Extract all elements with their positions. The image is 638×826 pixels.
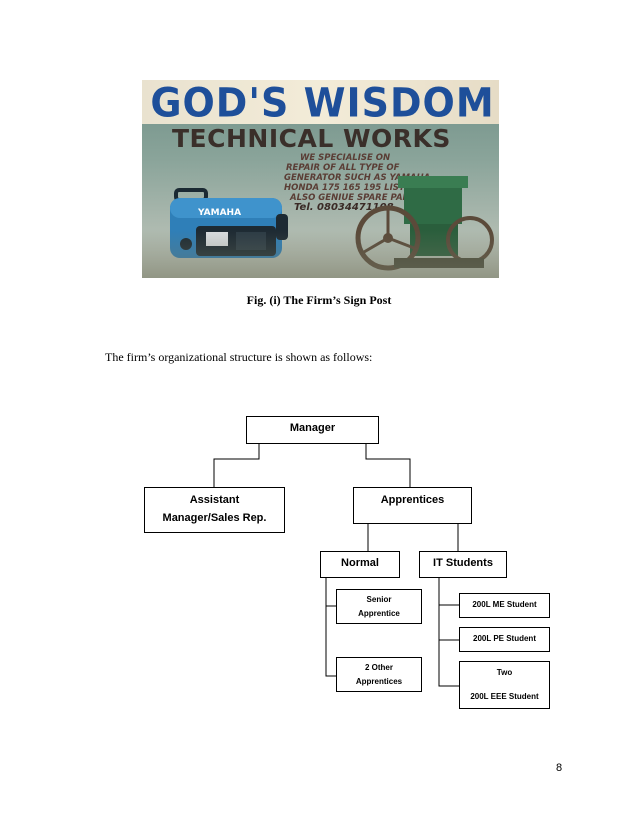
figure-caption: Fig. (i) The Firm’s Sign Post xyxy=(246,293,392,307)
org-box-eee-spacer xyxy=(460,679,549,691)
sign-spec-line: GENERATOR SUCH AS YAMAHA xyxy=(284,173,431,183)
org-box-eee-line1: Two xyxy=(496,668,513,677)
connector-normal-other xyxy=(325,606,336,677)
connector-it-me xyxy=(438,578,459,606)
connector-normal-senior xyxy=(325,578,336,607)
generator-brand: YAMAHA xyxy=(197,208,241,218)
sign-post-photo: GOD'S WISDOM TECHNICAL WORKS WE SPECIALI… xyxy=(142,80,499,278)
sign-top-band xyxy=(142,80,499,124)
org-box-it-students: IT Students xyxy=(419,551,507,578)
org-box-other-line1: 2 Other xyxy=(364,663,393,672)
connector-it-eee xyxy=(438,640,459,687)
org-box-eee-students: Two 200L EEE Student xyxy=(459,661,550,709)
sign-spec-line: HONDA 175 165 195 LISTER xyxy=(284,183,418,193)
connector-manager-apprentices xyxy=(365,444,411,487)
org-box-apprentices: Apprentices xyxy=(353,487,472,524)
sign-spec-line: REPAIR OF ALL TYPE OF xyxy=(286,163,400,173)
org-box-assistant-line1: Assistant xyxy=(189,494,240,506)
sign-spec-line: WE SPECIALISE ON xyxy=(300,153,391,163)
sign-specialise-text: WE SPECIALISE ON REPAIR OF ALL TYPE OF G… xyxy=(280,153,490,213)
connector-it-pe xyxy=(438,605,459,641)
org-box-assistant-line2: Manager/Sales Rep. xyxy=(162,512,267,524)
org-box-senior-line2: Apprentice xyxy=(358,609,400,618)
org-box-eee-line2: 200L EEE Student xyxy=(470,692,539,701)
org-box-senior-line1: Senior xyxy=(366,595,392,604)
org-box-normal: Normal xyxy=(320,551,400,578)
org-box-senior-apprentice: Senior Apprentice xyxy=(336,589,422,624)
sign-subtitle: TECHNICAL WORKS xyxy=(172,124,451,153)
org-box-manager: Manager xyxy=(246,416,379,444)
sign-title: GOD'S WISDOM xyxy=(150,80,495,127)
body-paragraph: The firm’s organizational structure is s… xyxy=(105,350,373,364)
sign-phone: Tel. 08034471108 xyxy=(294,202,394,213)
org-box-other-apprentices: 2 Other Apprentices xyxy=(336,657,422,692)
sign-spec-line: ALSO GENIUE SPARE PARTS xyxy=(290,193,421,203)
page-number: 8 xyxy=(556,762,563,774)
org-box-pe-student: 200L PE Student xyxy=(459,627,550,652)
org-box-me-student: 200L ME Student xyxy=(459,593,550,618)
connector-manager-assistant xyxy=(213,444,260,487)
org-box-other-line2: Apprentices xyxy=(355,677,403,686)
org-box-assistant: Assistant Manager/Sales Rep. xyxy=(144,487,285,533)
sign-weathering xyxy=(142,230,499,278)
